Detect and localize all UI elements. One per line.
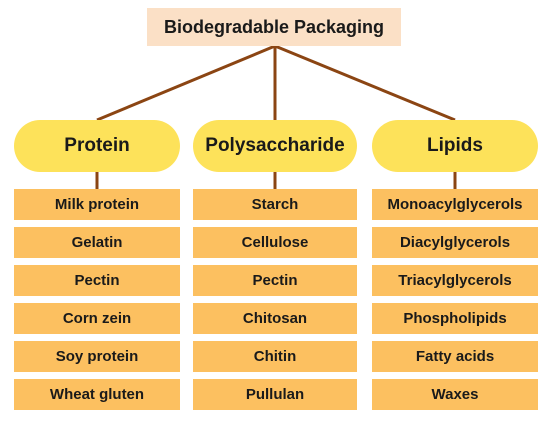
category-polysaccharide: Polysaccharide (193, 120, 357, 172)
item-polysaccharide-1: Starch (193, 189, 357, 220)
item-polysaccharide-6: Pullulan (193, 379, 357, 410)
item-protein-4: Corn zein (14, 303, 180, 334)
item-polysaccharide-2: Cellulose (193, 227, 357, 258)
connector-root-lipids (274, 44, 456, 122)
item-lipids-3: Triacylglycerols (372, 265, 538, 296)
item-lipids-4: Phospholipids (372, 303, 538, 334)
item-lipids-2: Diacylglycerols (372, 227, 538, 258)
item-protein-1: Milk protein (14, 189, 180, 220)
item-protein-2: Gelatin (14, 227, 180, 258)
category-protein: Protein (14, 120, 180, 172)
item-polysaccharide-5: Chitin (193, 341, 357, 372)
category-lipids: Lipids (372, 120, 538, 172)
item-polysaccharide-3: Pectin (193, 265, 357, 296)
item-lipids-1: Monoacylglycerols (372, 189, 538, 220)
item-protein-5: Soy protein (14, 341, 180, 372)
root-node: Biodegradable Packaging (147, 8, 401, 46)
item-protein-6: Wheat gluten (14, 379, 180, 410)
connector-root-protein (96, 44, 276, 122)
item-lipids-6: Waxes (372, 379, 538, 410)
item-polysaccharide-4: Chitosan (193, 303, 357, 334)
item-protein-3: Pectin (14, 265, 180, 296)
item-lipids-5: Fatty acids (372, 341, 538, 372)
